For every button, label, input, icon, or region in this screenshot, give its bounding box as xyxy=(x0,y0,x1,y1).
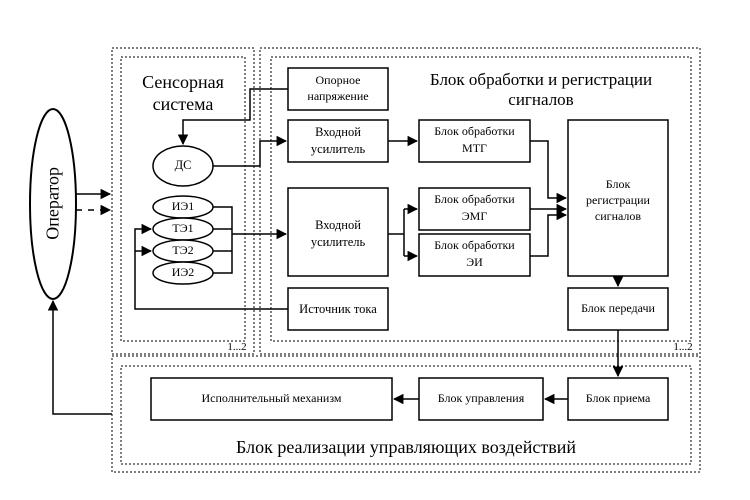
processing-title-line1: Блок обработки и регистрации xyxy=(429,70,653,89)
control-box xyxy=(418,377,544,421)
emg-box xyxy=(418,187,531,231)
current-source-label: Источник тока xyxy=(299,302,377,316)
registration-label-line2: регистрации xyxy=(586,193,650,207)
sensor-system-title-line2: система xyxy=(152,94,214,114)
sensor-system-inner-frame xyxy=(120,56,246,342)
sensor-system-title-line1: Сенсорная xyxy=(142,72,224,92)
input-amp1-label-line2: усилитель xyxy=(310,142,366,156)
operator-ellipse xyxy=(29,108,77,300)
registration-label-line3: сигналов xyxy=(594,209,642,223)
ref-voltage-label-line1: Опорное xyxy=(315,73,361,87)
processing-title-line2: сигналов xyxy=(508,90,574,109)
implementation-title: Блок реализации управляющих воздействий xyxy=(236,437,576,457)
input-amp2-box xyxy=(287,187,389,277)
te1-label: ТЭ1 xyxy=(172,221,194,235)
transmitter-box xyxy=(567,287,669,331)
processing-outer-frame xyxy=(259,47,701,355)
mtg-label-line1: Блок обработки xyxy=(434,124,515,138)
mtg-box xyxy=(418,119,531,163)
ei-label-line2: ЭИ xyxy=(466,255,483,269)
current-source-box xyxy=(287,287,389,331)
ref-voltage-box xyxy=(287,67,389,111)
operator-label: Оператор xyxy=(42,166,63,240)
processing-index: 1...2 xyxy=(673,341,693,353)
actuator-label: Исполнительный механизм xyxy=(201,391,342,405)
emg-label-line1: Блок обработки xyxy=(434,192,515,206)
control-label: Блок управления xyxy=(437,391,525,405)
registration-label-line1: Блок xyxy=(605,177,631,191)
input-amp2-label-line1: Входной xyxy=(315,218,361,232)
processing-inner-frame xyxy=(270,56,692,342)
actuator-box xyxy=(150,377,393,421)
input-amp1-label-line1: Входной xyxy=(315,125,361,139)
ie2-label: ИЭ2 xyxy=(171,265,195,279)
receiver-label: Блок приема xyxy=(585,391,651,405)
input-amp2-label-line2: усилитель xyxy=(310,235,366,249)
ei-label-line1: Блок обработки xyxy=(434,238,515,252)
ref-voltage-label-line2: напряжение xyxy=(307,89,369,103)
ie1-label: ИЭ1 xyxy=(171,199,195,213)
implementation-inner-frame xyxy=(120,365,692,465)
sensor-system-index: 1...2 xyxy=(227,341,247,353)
transmitter-label: Блок передачи xyxy=(581,301,655,315)
ei-box xyxy=(418,233,531,277)
te2-label: ТЭ2 xyxy=(172,243,194,257)
mtg-label-line2: МТГ xyxy=(462,141,487,155)
ds-label: ДС xyxy=(174,158,192,172)
emg-label-line2: ЭМГ xyxy=(461,209,488,223)
receiver-box xyxy=(567,377,669,421)
